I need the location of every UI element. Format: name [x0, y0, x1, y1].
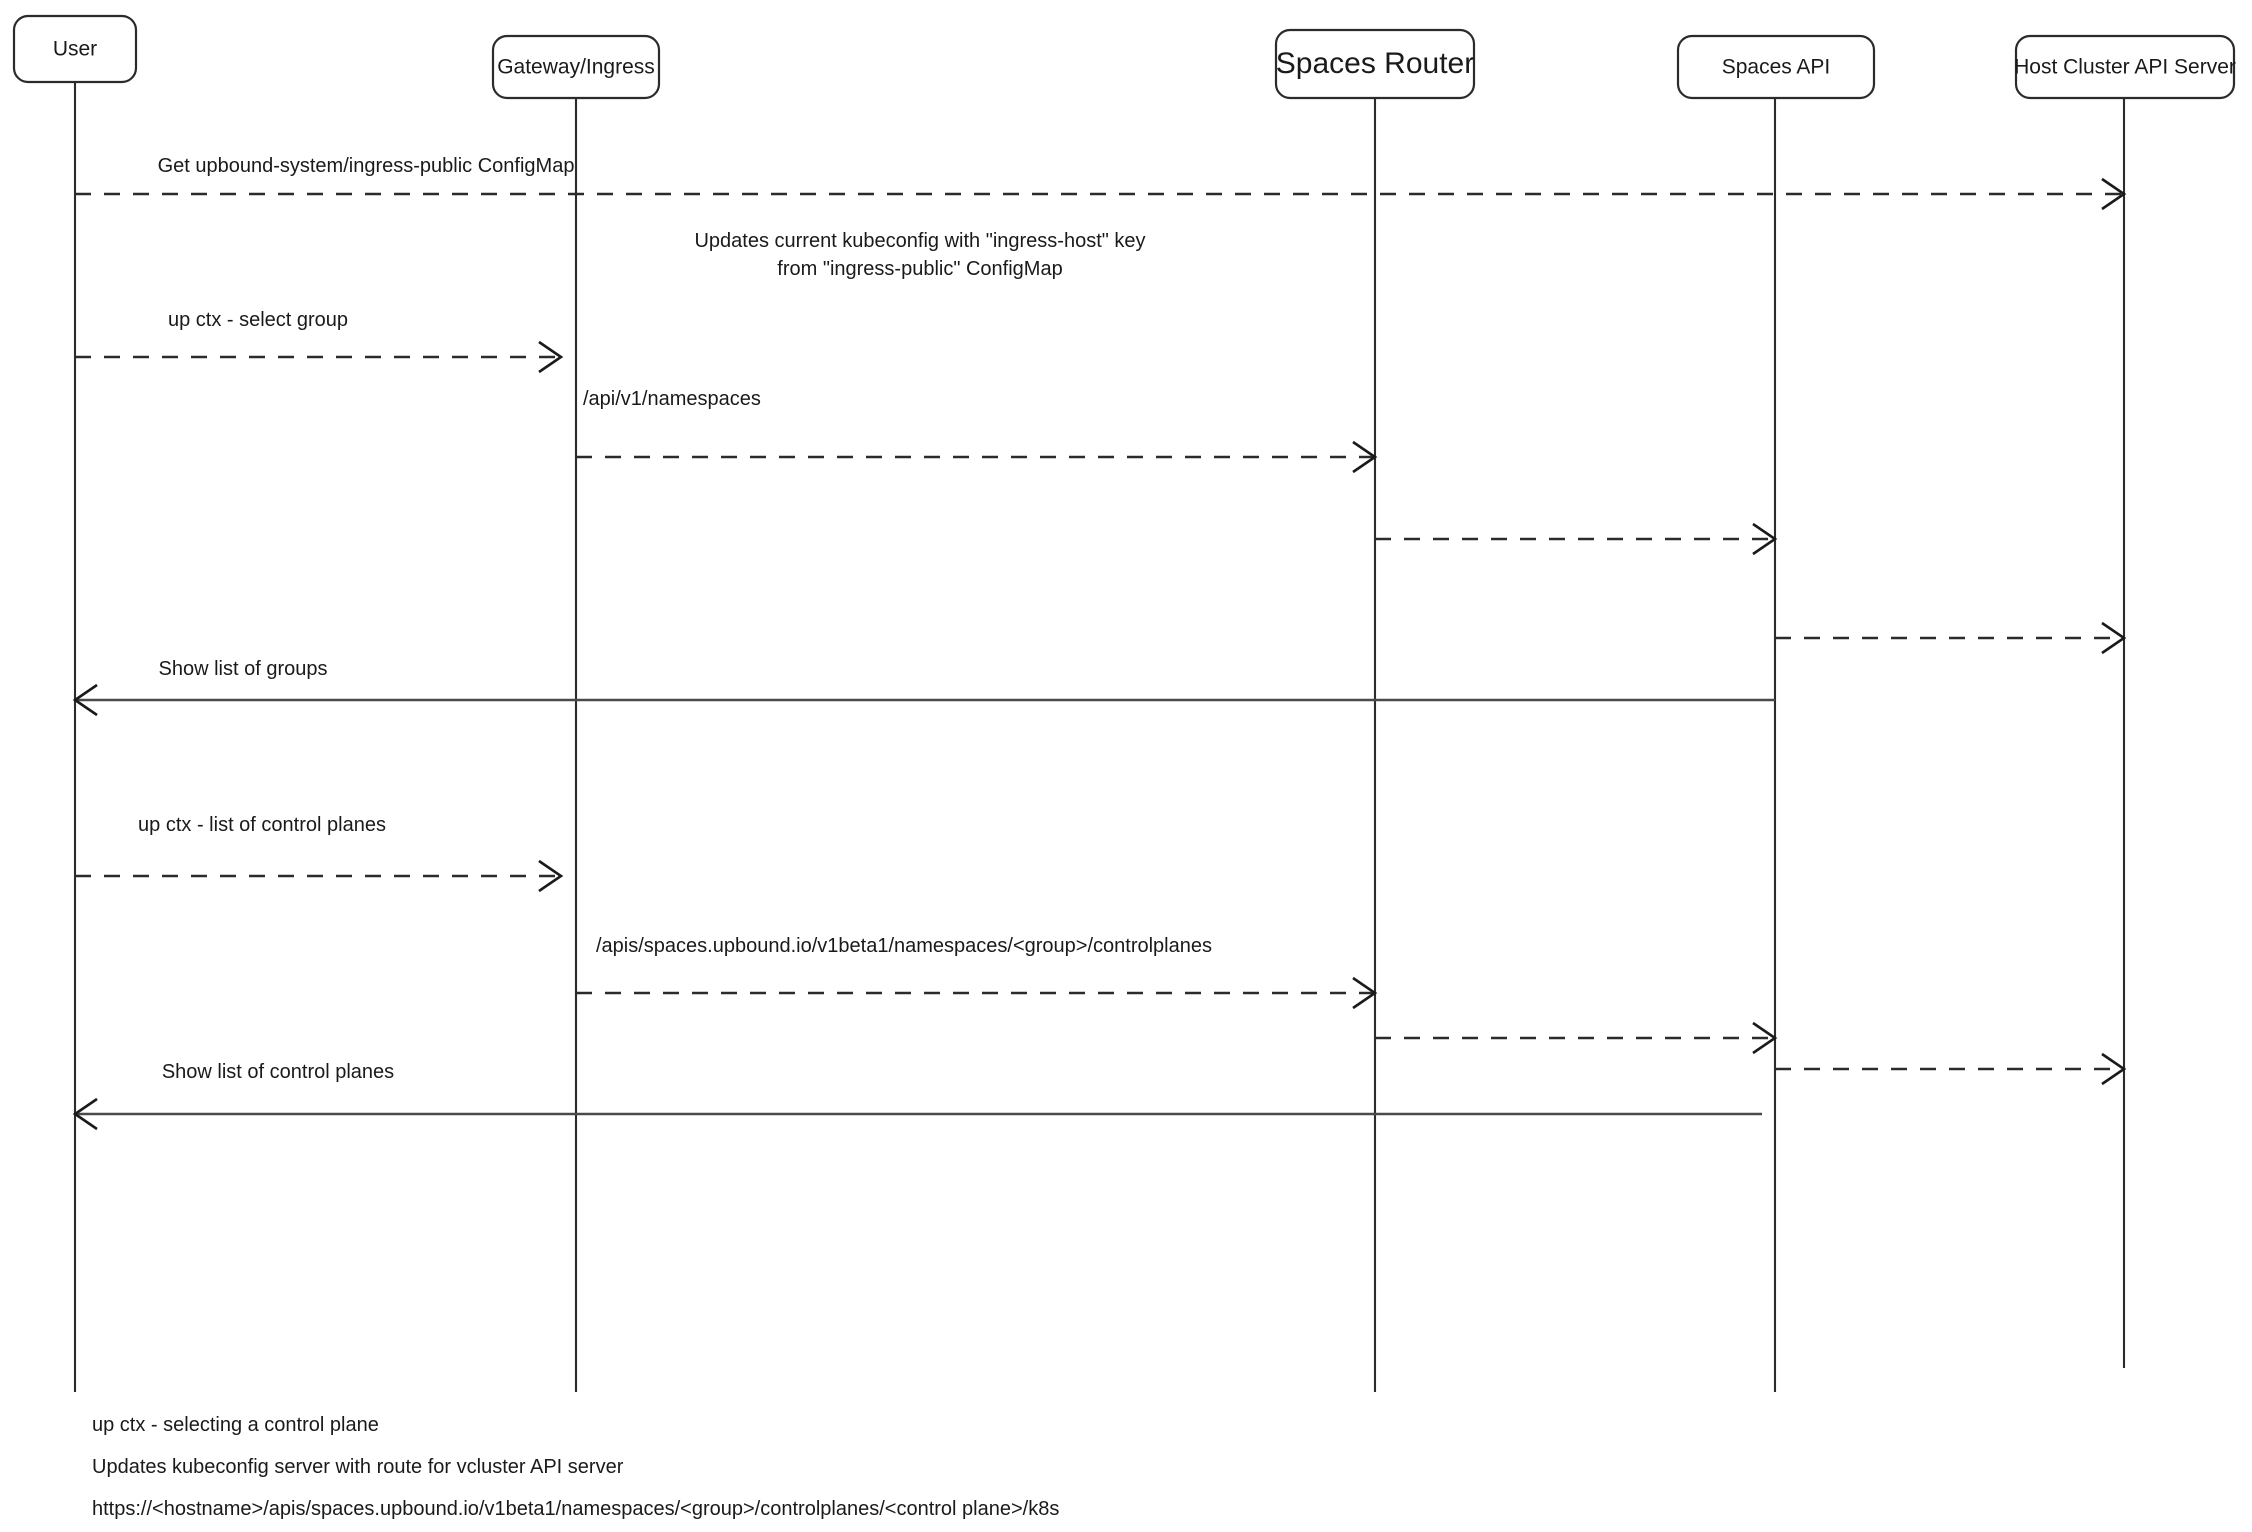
messages-layer: Get upbound-system/ingress-public Config…: [72, 155, 2127, 1131]
arrowhead-m2: [538, 340, 564, 374]
arrowhead-m3: [1352, 440, 1378, 474]
arrowhead-m5: [2101, 621, 2127, 655]
message-label-m2: up ctx - select group: [168, 309, 348, 331]
footer-note-note1: up ctx - selecting a control plane: [92, 1414, 379, 1436]
arrowhead-m1: [2101, 177, 2127, 211]
message-m6: Show list of groups: [72, 658, 1775, 717]
participant-router[interactable]: Spaces Router: [1274, 28, 1476, 100]
message-label-m11: Show list of control planes: [162, 1061, 394, 1083]
arrowhead-m10: [2101, 1052, 2127, 1086]
lifelines-layer: [73, 82, 2126, 1392]
participant-gateway[interactable]: Gateway/Ingress: [491, 34, 661, 100]
message-label-m3: /api/v1/namespaces: [583, 388, 761, 410]
arrowhead-m11: [72, 1097, 98, 1131]
message-m5: [1775, 621, 2127, 655]
participant-user[interactable]: User: [12, 14, 138, 84]
participant-label-user: User: [53, 38, 97, 61]
arrowhead-m4: [1752, 522, 1778, 556]
message-m2: up ctx - select group: [75, 309, 564, 374]
arrowhead-m7: [538, 859, 564, 893]
message-m1: Get upbound-system/ingress-public Config…: [75, 155, 2127, 211]
participant-box-host: [2014, 34, 2236, 100]
message-m9: [1375, 1021, 1778, 1055]
message-m10: [1775, 1052, 2127, 1086]
notes-layer: up ctx - selecting a control planeUpdate…: [92, 1414, 1059, 1520]
message-label-m6: Show list of groups: [159, 658, 328, 680]
message-label-n1: Updates current kubeconfig with "ingress…: [694, 230, 1145, 280]
message-m8: /apis/spaces.upbound.io/v1beta1/namespac…: [576, 935, 1378, 1010]
message-m7: up ctx - list of control planes: [75, 814, 564, 893]
message-m4: [1375, 522, 1778, 556]
participant-box-user: [12, 14, 138, 84]
participant-label-router: Spaces Router: [1276, 47, 1474, 80]
message-n1: Updates current kubeconfig with "ingress…: [694, 230, 1145, 280]
message-label-m1: Get upbound-system/ingress-public Config…: [158, 155, 575, 177]
footer-note-note3: https://<hostname>/apis/spaces.upbound.i…: [92, 1498, 1059, 1520]
message-m3: /api/v1/namespaces: [576, 388, 1378, 474]
message-label-m7: up ctx - list of control planes: [138, 814, 386, 836]
participant-box-api: [1676, 34, 1876, 100]
footer-note-note2: Updates kubeconfig server with route for…: [92, 1456, 624, 1478]
arrowhead-m6: [72, 683, 98, 717]
participant-box-gateway: [491, 34, 661, 100]
participant-box-router: [1274, 28, 1476, 100]
arrowhead-m9: [1752, 1021, 1778, 1055]
participant-label-api: Spaces API: [1722, 56, 1831, 79]
participant-api[interactable]: Spaces API: [1676, 34, 1876, 100]
arrowhead-m8: [1352, 976, 1378, 1010]
message-label-m8: /apis/spaces.upbound.io/v1beta1/namespac…: [596, 935, 1212, 957]
message-m11: Show list of control planes: [72, 1061, 1762, 1131]
participant-label-host: Host Cluster API Server: [2014, 56, 2236, 79]
participant-label-gateway: Gateway/Ingress: [497, 56, 655, 79]
participant-host[interactable]: Host Cluster API Server: [2014, 34, 2236, 100]
